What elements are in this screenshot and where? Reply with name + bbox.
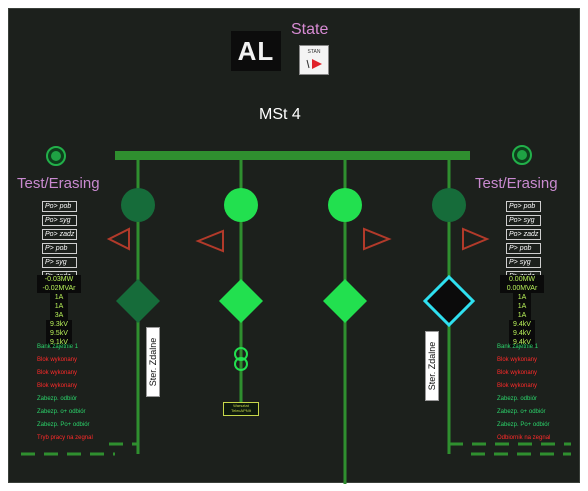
- right-measurement-value: 9.4kV: [509, 320, 535, 329]
- left-status-line: Blok wykonany: [37, 370, 78, 376]
- transformer-label[interactable]: Warsztat TelecAPNIt: [223, 402, 259, 416]
- right-test-erasing-label[interactable]: Test/Erasing: [475, 175, 558, 192]
- right-measurement-value: 1A: [513, 311, 531, 320]
- left-test-erasing-label[interactable]: Test/Erasing: [17, 175, 100, 192]
- single-line-diagram: [21, 145, 571, 484]
- busbar: [115, 151, 470, 160]
- state-breaker-icon: [306, 59, 322, 69]
- feeder-3: [323, 160, 392, 484]
- right-status-line: Zabezp. odbiór: [497, 396, 538, 402]
- right-measurement-value: 0.00MW: [500, 275, 544, 284]
- feeder-2-disconnector-icon[interactable]: [224, 188, 258, 222]
- right-status-lamp-core: [517, 150, 527, 160]
- feeder-4-remote-control-label[interactable]: Ster. Zdalne: [425, 331, 439, 401]
- scada-window: AL State STAN MSt 4: [8, 8, 580, 484]
- feeder-3-disconnector-icon[interactable]: [328, 188, 362, 222]
- left-measurement-value: 9.5kV: [46, 329, 72, 338]
- left-measurement-value: -0.03MW: [37, 275, 81, 284]
- right-measurement-value: 9.4kV: [509, 329, 535, 338]
- station-name: MSt 4: [259, 106, 301, 123]
- left-measurement-value: -0.02MVAr: [37, 284, 81, 293]
- feeder-4-breaker-selected-icon[interactable]: [422, 274, 476, 328]
- right-measurements: 0.00MW 0.00MVAr 1A 1A 1A 9.4kV 9.4kV 9.4…: [500, 275, 544, 347]
- right-status-line: Blok wykonany: [497, 383, 538, 389]
- transformer-label-line1: Warsztat: [233, 403, 249, 408]
- left-status-line: Tryb pracy na zegnal: [37, 435, 93, 441]
- right-protection-box[interactable]: Po> zadz: [506, 229, 542, 240]
- right-status-line: Blok wykonany: [497, 370, 538, 376]
- left-protection-list: Po> pob Po> syg Po> zadz P> pob P> syg P…: [42, 201, 78, 285]
- left-protection-box[interactable]: Po> zadz: [42, 229, 78, 240]
- feeder-2-direction-arrow-icon: [195, 229, 224, 253]
- right-measurement-value: 9.4kV: [509, 338, 535, 347]
- right-protection-box[interactable]: P> syg: [506, 257, 542, 268]
- feeder-2: [195, 160, 263, 402]
- al-logo[interactable]: AL: [231, 31, 281, 71]
- state-indicator[interactable]: STAN: [299, 45, 329, 75]
- left-measurement-value: 1A: [50, 302, 68, 311]
- transformer-icon[interactable]: [234, 347, 248, 371]
- feeder-1-breaker-icon[interactable]: [116, 279, 160, 323]
- feeder-1-direction-arrow-icon: [106, 227, 130, 251]
- feeder-3-direction-arrow-icon: [363, 227, 392, 251]
- left-measurement-value: 3A: [50, 311, 68, 320]
- right-protection-box[interactable]: P> pob: [506, 243, 542, 254]
- right-measurement-value: 1A: [513, 302, 531, 311]
- left-measurements: -0.03MW -0.02MVAr 1A 1A 3A 9.3kV 9.5kV 9…: [37, 275, 81, 347]
- feeder-4: [422, 160, 571, 454]
- left-protection-box[interactable]: Po> syg: [42, 215, 78, 226]
- right-measurement-value: 1A: [513, 293, 531, 302]
- left-status-line: Zabezp. odbiór: [37, 396, 78, 402]
- feeder-1-remote-control-text: Ster. Zdalne: [148, 337, 158, 387]
- right-status-line: Bank zajetnie 1: [497, 344, 539, 350]
- left-protection-box[interactable]: Po> pob: [42, 201, 78, 212]
- left-protection-box[interactable]: P> pob: [42, 243, 78, 254]
- left-measurement-value: 9.3kV: [46, 320, 72, 329]
- left-protection-box[interactable]: P> syg: [42, 257, 78, 268]
- feeder-1: [106, 160, 160, 454]
- feeder-1-disconnector-icon[interactable]: [121, 188, 155, 222]
- left-status-lamp-core: [51, 151, 61, 161]
- feeder-4-direction-arrow-icon: [462, 227, 490, 251]
- feeder-2-breaker-icon[interactable]: [219, 279, 263, 323]
- right-status-line: Zabezp. o+ odbiór: [497, 409, 546, 415]
- left-status-line: Zabezp. Po+ odbiór: [37, 422, 90, 428]
- right-measurement-value: 0.00MVAr: [500, 284, 544, 293]
- feeder-4-disconnector-icon[interactable]: [432, 188, 466, 222]
- left-measurement-value: 1A: [50, 293, 68, 302]
- left-status-line: Bank zajetnie 1: [37, 344, 79, 350]
- left-status-line: Blok wykonany: [37, 383, 78, 389]
- left-measurement-value: 9.1kV: [46, 338, 72, 347]
- transformer-label-line2: TelecAPNIt: [231, 408, 251, 413]
- feeder-3-breaker-icon[interactable]: [323, 279, 367, 323]
- right-protection-box[interactable]: Po> syg: [506, 215, 542, 226]
- state-title: State: [291, 21, 329, 38]
- left-status-line: Blok wykonany: [37, 357, 78, 363]
- left-status-line: Zabezp. o+ odbiór: [37, 409, 86, 415]
- right-status-line: Odbiornik na zegnal: [497, 435, 551, 441]
- right-status-line: Zabezp. Po+ odbiór: [497, 422, 550, 428]
- right-status-line: Blok wykonany: [497, 357, 538, 363]
- feeder-1-remote-control-label[interactable]: Ster. Zdalne: [146, 327, 160, 397]
- state-indicator-label: STAN: [307, 49, 321, 55]
- right-protection-list: Po> pob Po> syg Po> zadz P> pob P> syg P…: [506, 201, 542, 285]
- feeder-4-remote-control-text: Ster. Zdalne: [427, 341, 437, 391]
- right-protection-box[interactable]: Po> pob: [506, 201, 542, 212]
